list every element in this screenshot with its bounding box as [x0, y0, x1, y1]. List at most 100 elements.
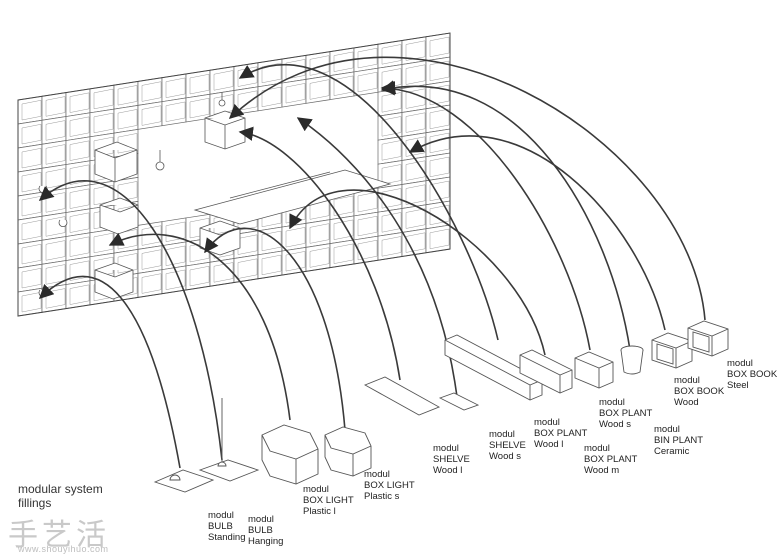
wall-cell	[41, 260, 67, 289]
wall-cell	[65, 88, 91, 117]
arc-box-plant-wood-m	[289, 189, 546, 356]
wall-cell-depth	[213, 262, 234, 283]
wall-cell	[17, 167, 43, 197]
wall-cell	[65, 280, 91, 309]
wall-cell-depth	[405, 40, 426, 61]
wall-cell-depth	[381, 140, 402, 161]
item-box-book-steel	[687, 320, 729, 357]
wall-cell	[353, 67, 379, 97]
wall-cell-depth	[21, 123, 42, 145]
wall-cell-depth	[429, 180, 450, 202]
wall-cell-depth	[429, 228, 450, 250]
wall-cell-depth	[405, 232, 426, 253]
wall-cell	[185, 69, 211, 99]
wall-cell	[257, 250, 283, 280]
wall-cell-depth	[189, 265, 210, 287]
wall-cell	[377, 88, 403, 117]
wall-cell-depth	[309, 247, 330, 268]
wall-cell-depth	[117, 181, 138, 202]
wall-cell-depth	[237, 258, 258, 279]
wall-cell	[113, 80, 139, 110]
wall-cell-depth	[285, 59, 306, 80]
wall-cell	[401, 60, 427, 89]
wall-cell	[65, 160, 91, 189]
wall-cell-depth	[45, 144, 66, 165]
assignment-arcs	[38, 56, 706, 469]
wall-cell-depth	[117, 109, 138, 130]
wall-cell-depth	[45, 96, 66, 117]
wall-cell	[89, 228, 115, 258]
wall-cell-depth	[333, 219, 354, 240]
wall-cell-depth	[261, 254, 282, 276]
module-items	[153, 320, 729, 493]
wall-cell-depth	[93, 88, 114, 110]
wall-cell-depth	[21, 243, 42, 265]
wall-fillings	[38, 92, 392, 300]
wall-cell	[137, 77, 163, 106]
wall-cell-depth	[381, 236, 402, 257]
wall-cell-depth	[141, 105, 162, 126]
item-box-light-plastic-s	[324, 426, 372, 477]
wall-cell-depth	[165, 101, 186, 122]
wall-cell-depth	[429, 204, 450, 226]
wall-cell-depth	[165, 221, 186, 242]
wall-cell-depth	[333, 243, 354, 264]
wall-cell	[65, 184, 91, 213]
wall-cell-depth	[69, 236, 90, 257]
wall-cell	[17, 215, 43, 245]
wall-cell-depth	[45, 240, 66, 261]
item-box-plant-wood-s	[574, 351, 614, 389]
wall-cell-depth	[261, 230, 282, 252]
wall-cell-depth	[429, 156, 450, 178]
wall-cell-depth	[213, 70, 234, 91]
wall-cell	[41, 92, 67, 121]
wall-cell-depth	[21, 99, 42, 121]
wall-cell	[65, 256, 91, 285]
wall-cell	[305, 243, 331, 272]
wall-cell	[41, 236, 67, 265]
wall-cell-depth	[429, 84, 450, 106]
wall-cell-depth	[405, 112, 426, 133]
wall-cell-depth	[357, 71, 378, 93]
wall-cell	[17, 119, 43, 149]
arc-box-light-plastic-s	[204, 227, 346, 431]
wall-cell	[425, 152, 451, 182]
wall-cell	[425, 32, 451, 62]
wall-cell	[41, 140, 67, 169]
wall-cell	[89, 84, 115, 114]
arc-bin-plant-ceramic	[380, 80, 631, 351]
wall-cell-depth	[69, 188, 90, 209]
wall-cell	[17, 143, 43, 173]
wall-cell	[425, 200, 451, 230]
wall-cell-depth	[357, 215, 378, 237]
wall-cell	[65, 112, 91, 141]
wall-cell-depth	[141, 273, 162, 294]
wall-cell-depth	[261, 86, 282, 108]
wall-cell	[41, 116, 67, 145]
arc-box-book-steel	[228, 56, 706, 321]
wall-cell-depth	[429, 132, 450, 154]
wall-cell	[65, 136, 91, 165]
item-box-light-plastic-l	[261, 424, 319, 485]
wall-cell	[185, 261, 211, 291]
wall-cell	[89, 108, 115, 138]
wall-cell	[377, 232, 403, 261]
wall-cell-depth	[381, 44, 402, 65]
wall-cell-depth	[21, 147, 42, 169]
wall-cell-depth	[405, 88, 426, 109]
wall-cell	[137, 245, 163, 274]
wall-cell	[281, 222, 307, 252]
wall-cell	[161, 265, 187, 295]
wall-cell-depth	[333, 51, 354, 72]
wall-cell-depth	[45, 216, 66, 237]
arc-box-book-wood	[408, 135, 666, 331]
item-bulb-standing	[153, 469, 215, 493]
wall-cell-depth	[357, 191, 378, 213]
wall-cell-depth	[69, 284, 90, 305]
